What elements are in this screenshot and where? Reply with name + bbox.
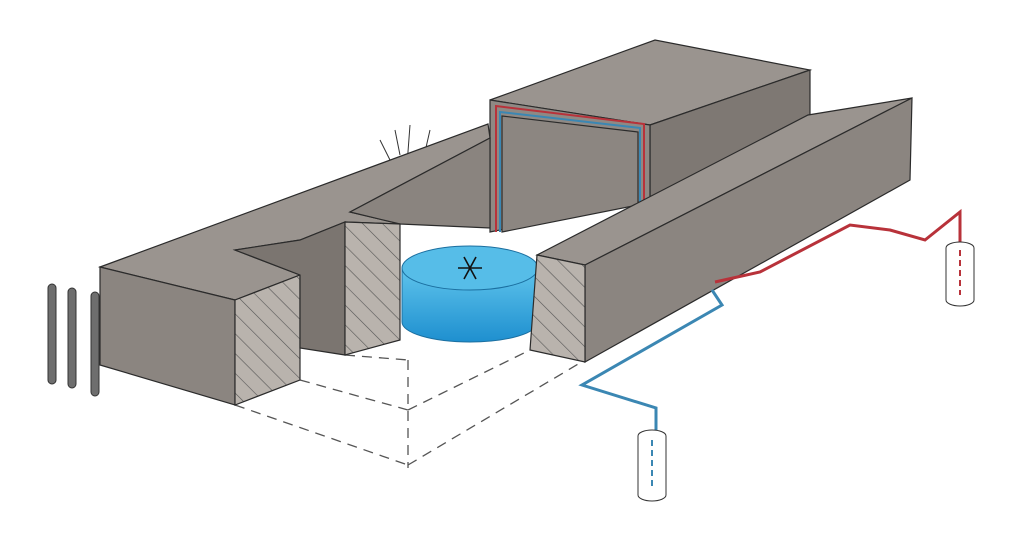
cold-pipe [578,289,725,502]
hatched-section-right [529,254,586,363]
tall-back-volume [489,39,813,233]
dashed-foundation-lines [234,349,586,468]
left-wing-volume [97,123,491,406]
bollards [47,283,100,397]
ice-storage-tank [401,245,539,343]
snowflake-icon [458,256,482,280]
right-wing-volume [529,97,913,364]
hatched-section-middle [344,221,401,356]
warm-pipe [714,208,975,307]
hatched-section-left [234,274,301,406]
